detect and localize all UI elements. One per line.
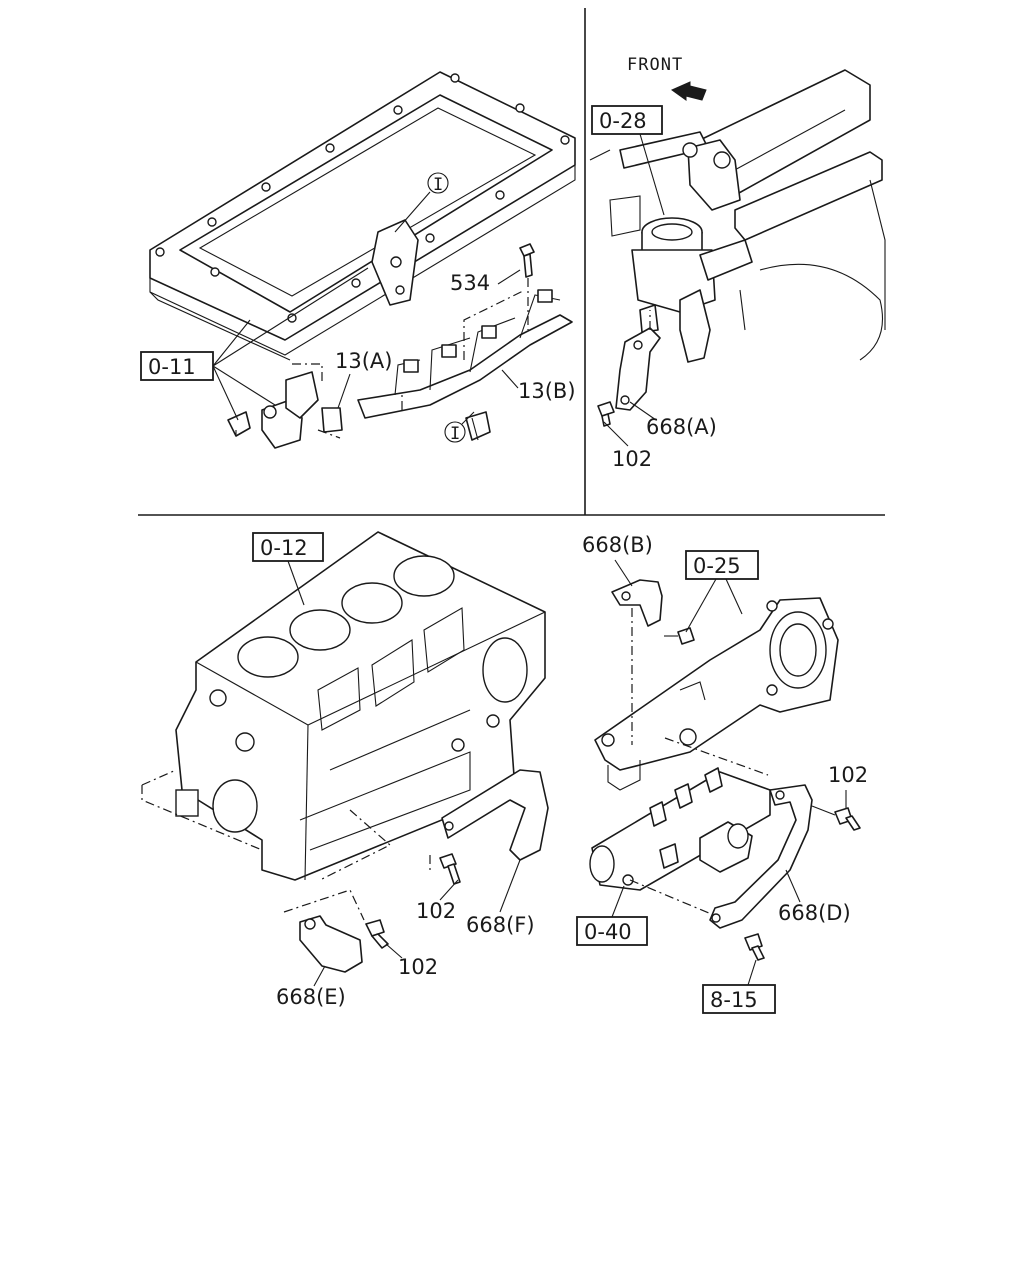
bracket-668a-drawing [597, 310, 661, 427]
bracket-668d-drawing [629, 784, 861, 961]
fuel-rail-drawing [589, 767, 771, 891]
oil-pan-callout: 0-11 [140, 267, 369, 421]
ref-label-0-40: 0-40 [584, 920, 632, 944]
part-label-102-bottom-right: 102 [828, 763, 868, 787]
sensor-assembly-drawing [227, 363, 343, 449]
part-label-102-bottom-left-lower: 102 [398, 955, 438, 979]
water-outlet-callout: 0-25 [685, 550, 759, 633]
water-outlet-drawing [594, 597, 839, 791]
fuel-rail-callout: 0-40 [576, 885, 648, 946]
ref-label-0-11: 0-11 [148, 355, 196, 379]
front-direction-label: FRONT [627, 55, 683, 75]
front-arrow-icon [670, 81, 707, 101]
part-label-668f: 668(F) [466, 913, 535, 937]
bolt-ref-callout: 8-15 [702, 959, 776, 1014]
ref-label-8-15: 8-15 [710, 988, 758, 1012]
cylinder-block-callout: 0-12 [252, 532, 324, 606]
part-label-13a: 13(A) [335, 349, 392, 373]
part-label-534: 534 [450, 271, 490, 295]
ref-label-0-12: 0-12 [260, 536, 308, 560]
oil-pan-drawing [149, 71, 576, 361]
svg-text:I: I [433, 175, 444, 195]
part-label-102-bottom-left-upper: 102 [416, 899, 456, 923]
egr-engine-drawing [589, 69, 886, 363]
egr-valve-callout: 0-28 [591, 105, 665, 216]
part-label-668e: 668(E) [276, 985, 346, 1009]
bracket-668e-drawing [283, 889, 389, 973]
part-label-668b: 668(B) [582, 533, 653, 557]
cylinder-block-drawing [141, 531, 546, 881]
connector-mark-top: I [394, 172, 449, 233]
svg-text:I: I [450, 424, 461, 444]
bracket-668b-drawing [611, 579, 695, 745]
part-label-102-top-right: 102 [612, 447, 652, 471]
part-label-668a: 668(A) [646, 415, 717, 439]
connector-mark-bottom: I [444, 411, 475, 444]
ref-label-0-25: 0-25 [693, 554, 741, 578]
wiring-harness-drawing [357, 289, 573, 441]
ref-label-0-28: 0-28 [599, 109, 647, 133]
bolt-534-drawing [519, 243, 535, 330]
part-label-13b: 13(B) [518, 379, 576, 403]
part-label-668d: 668(D) [778, 901, 851, 925]
